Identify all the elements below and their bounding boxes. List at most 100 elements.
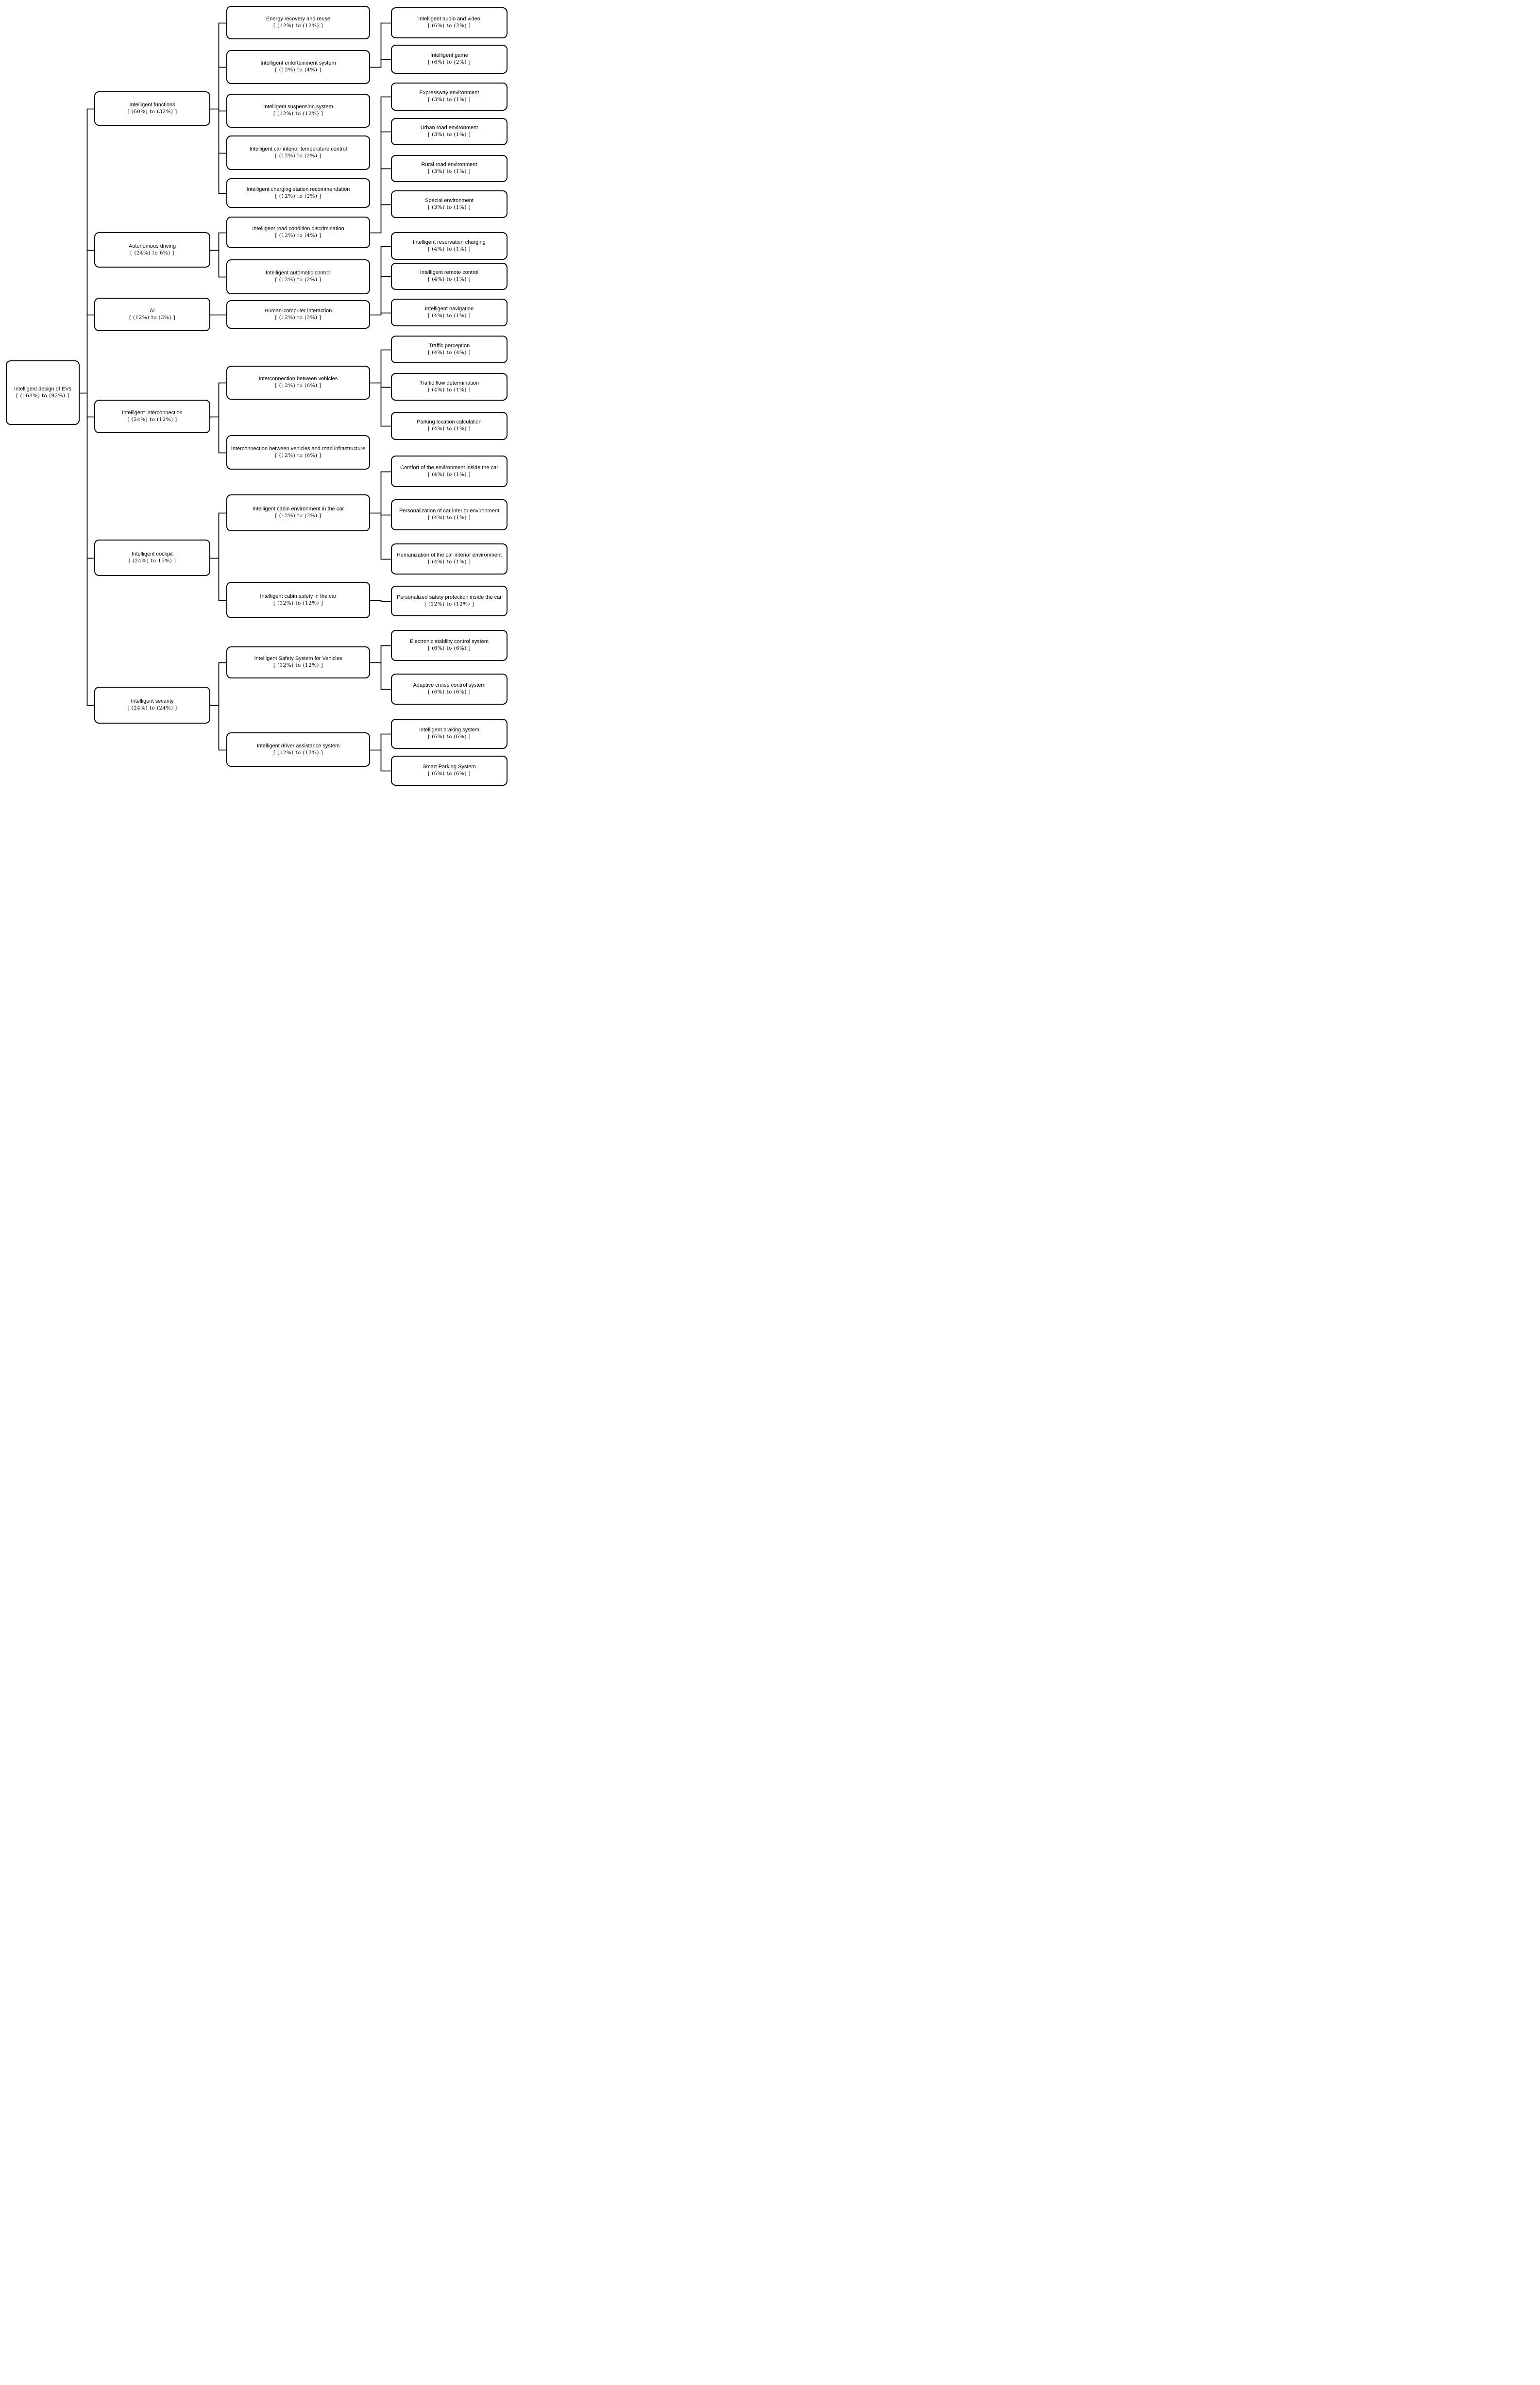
node-range: [ (6%) to (6%) ] xyxy=(427,689,471,695)
node-interconnection-between-vehicles: Interconnection between vehicles [ (12%)… xyxy=(226,366,370,400)
node-label: Comfort of the environment inside the ca… xyxy=(400,464,498,471)
node-rural-road-environment: Rural road environment [ (3%) to (1%) ] xyxy=(391,155,508,182)
node-intelligent-safety-system-for-vehicles: Intelligent Safety System for Vehicles [… xyxy=(226,646,370,678)
node-label: Intelligent reservation charging xyxy=(413,239,486,245)
node-label: Traffic flow determination xyxy=(419,380,479,386)
node-intelligent-interconnection: Intelligent interconnection [ (24%) to (… xyxy=(94,400,210,433)
node-intelligent-game: Intelligent game [ (6%) to (2%) ] xyxy=(391,45,508,74)
node-intelligent-reservation-charging: Intelligent reservation charging [ (4%) … xyxy=(391,232,508,260)
node-range: [ (12%) to (3%) ] xyxy=(275,513,322,519)
node-range: [ (12%) to (6%) ] xyxy=(275,383,322,389)
node-human-computer-interaction: Human-computer interaction [ (12%) to (3… xyxy=(226,300,370,329)
node-range: [ (6%) to (6%) ] xyxy=(427,734,471,740)
node-label: Intelligent braking system xyxy=(419,727,480,733)
node-range: [ (4%) to (1%) ] xyxy=(427,515,471,521)
node-range: [ (4%) to (1%) ] xyxy=(427,276,471,283)
node-range: [ (4%) to (1%) ] xyxy=(427,246,471,252)
node-label: Intelligent functions xyxy=(129,101,175,108)
node-intelligent-braking-system: Intelligent braking system [ (6%) to (6%… xyxy=(391,719,508,749)
node-intelligent-navigation: Intelligent navigation [ (4%) to (1%) ] xyxy=(391,299,508,326)
node-label: Intelligent cockpit xyxy=(132,551,173,557)
node-parking-location-calculation: Parking location calculation [ (4%) to (… xyxy=(391,412,508,440)
node-range: [ (60%) to (32%) ] xyxy=(127,108,177,115)
node-label: Rural road environment xyxy=(421,162,477,168)
node-intelligent-security: Intelligent security [ (24%) to (24%) ] xyxy=(94,687,210,724)
node-interconnection-between-vehicles-and-road-infrastructure: Interconnection between vehicles and roa… xyxy=(226,435,370,470)
node-label: Intelligent driver assistance system xyxy=(256,743,340,749)
node-label: Interconnection between vehicles and roa… xyxy=(231,445,366,452)
node-label: Intelligent interconnection xyxy=(122,409,183,416)
node-label: Personalization of car interior environm… xyxy=(399,508,500,514)
node-range: [ (12%) to (6%) ] xyxy=(275,452,322,458)
node-range: [ (3%) to (1%) ] xyxy=(427,132,471,138)
node-intelligent-cockpit: Intelligent cockpit [ (24%) to 15%) ] xyxy=(94,540,210,576)
node-energy-recovery-and-reuse: Energy recovery and reuse [ (12%) to (12… xyxy=(226,6,370,39)
node-label: Intelligent design of EVs xyxy=(14,386,72,392)
node-range: [ (12%) to (12%) ] xyxy=(273,749,323,756)
node-range: [ (3%) to (1%) ] xyxy=(427,169,471,175)
node-range: [ (12%) to (3%) ] xyxy=(129,314,176,321)
node-label: Parking location calculation xyxy=(417,419,482,425)
node-range: [ (12%) to (2%) ] xyxy=(275,152,322,159)
node-label: Intelligent audio and video xyxy=(418,16,480,22)
node-autonomous-driving: Autonomous driving [ (24%) to 6%) ] xyxy=(94,232,210,268)
node-intelligent-road-condition-discrimination: Intelligent road condition discriminatio… xyxy=(226,217,370,248)
node-range: [ (24%) to 6%) ] xyxy=(130,250,174,256)
node-label: Intelligent entertainment system xyxy=(260,60,336,67)
node-range: [ (12%) to (12%) ] xyxy=(424,601,474,607)
node-label: Intelligent suspension system xyxy=(263,104,333,110)
node-range: [ (12%) to (12%) ] xyxy=(273,600,323,606)
node-range: [ (12%) to (12%) ] xyxy=(273,662,323,669)
node-traffic-flow-determination: Traffic flow determination [ (4%) to (1%… xyxy=(391,373,508,401)
node-range: [ (12%) to (2%) ] xyxy=(275,193,322,199)
node-label: Human-computer interaction xyxy=(264,307,332,314)
node-range: [ (12%) to (3%) ] xyxy=(275,314,322,321)
node-expressway-environment: Expressway environment [ (3%) to (1%) ] xyxy=(391,83,508,111)
node-label: Intelligent cabin environment in the car xyxy=(252,506,344,512)
node-range: [ (6%) to (6%) ] xyxy=(427,645,471,652)
node-adaptive-cruise-control-system: Adaptive cruise control system [ (6%) to… xyxy=(391,674,508,705)
node-personalization-of-car-interior-environment: Personalization of car interior environm… xyxy=(391,499,508,530)
node-intelligent-suspension-system: Intelligent suspension system [ (12%) to… xyxy=(226,94,370,128)
node-range: [ (4%) to (1%) ] xyxy=(427,559,471,565)
node-intelligent-automatic-control: Intelligent automatic control [ (12%) to… xyxy=(226,259,370,294)
node-label: Energy recovery and reuse xyxy=(266,16,331,22)
node-range: [ (12%) to (2%) ] xyxy=(275,277,322,283)
node-range: [ (6%) to (6%) ] xyxy=(427,771,471,777)
node-label: Intelligent charging station recommendat… xyxy=(246,186,350,192)
node-intelligent-design-of-evs: Intelligent design of EVs [ (168%) to (9… xyxy=(6,360,80,425)
node-range: [ (12%) to (4%) ] xyxy=(275,67,322,73)
node-intelligent-car-interior-temperature-control: Intelligent car interior temperature con… xyxy=(226,135,370,170)
node-intelligent-audio-and-video: Intelligent audio and video [ (6%) to (2… xyxy=(391,7,508,38)
node-label: Intelligent road condition discriminatio… xyxy=(252,225,344,232)
node-label: Intelligent game xyxy=(430,52,468,59)
node-range: [ (12%) to (12%) ] xyxy=(273,22,323,29)
node-electronic-stability-control-system: Electronic stability control system [ (6… xyxy=(391,630,508,661)
node-label: Special environment xyxy=(425,197,474,203)
node-label: Electronic stability control system xyxy=(410,639,489,645)
node-label: Expressway environment xyxy=(419,90,479,96)
node-label: Intelligent security xyxy=(131,698,174,705)
node-humanization-of-the-car-interior-environment: Humanization of the car interior environ… xyxy=(391,543,508,575)
node-range: [ (168%) to (92%) ] xyxy=(16,392,69,399)
node-range: [ (12%) to (4%) ] xyxy=(275,232,322,238)
node-personalized-safety-protection-inside-the-car: Personalized safety protection inside th… xyxy=(391,586,508,616)
node-traffic-perception: Traffic perception [ (4%) to (4%) ] xyxy=(391,336,508,363)
node-label: Autonomous driving xyxy=(128,243,176,249)
node-special-environment: Special environment [ (3%) to (1%) ] xyxy=(391,190,508,218)
node-label: Smart Parking System xyxy=(423,764,476,770)
node-intelligent-entertainment-system: Intelligent entertainment system [ (12%)… xyxy=(226,50,370,84)
node-comfort-of-the-environment-inside-the-car: Comfort of the environment inside the ca… xyxy=(391,456,508,487)
node-label: Intelligent car interior temperature con… xyxy=(249,146,347,152)
node-label: Personalized safety protection inside th… xyxy=(397,594,502,600)
node-intelligent-cabin-environment-in-the-car: Intelligent cabin environment in the car… xyxy=(226,494,370,531)
node-range: [ (4%) to (1%) ] xyxy=(427,387,471,393)
node-intelligent-remote-control: Intelligent remote control [ (4%) to (1%… xyxy=(391,263,508,290)
node-label: AI xyxy=(150,307,155,314)
node-label: Intelligent cabin safety in the car xyxy=(260,593,337,599)
node-smart-parking-system: Smart Parking System [ (6%) to (6%) ] xyxy=(391,756,508,786)
node-label: Traffic perception xyxy=(428,342,470,349)
node-range: [ (12%) to (12%) ] xyxy=(273,111,323,117)
node-intelligent-charging-station-recommendation: Intelligent charging station recommendat… xyxy=(226,178,370,208)
node-label: Urban road environment xyxy=(420,125,478,131)
